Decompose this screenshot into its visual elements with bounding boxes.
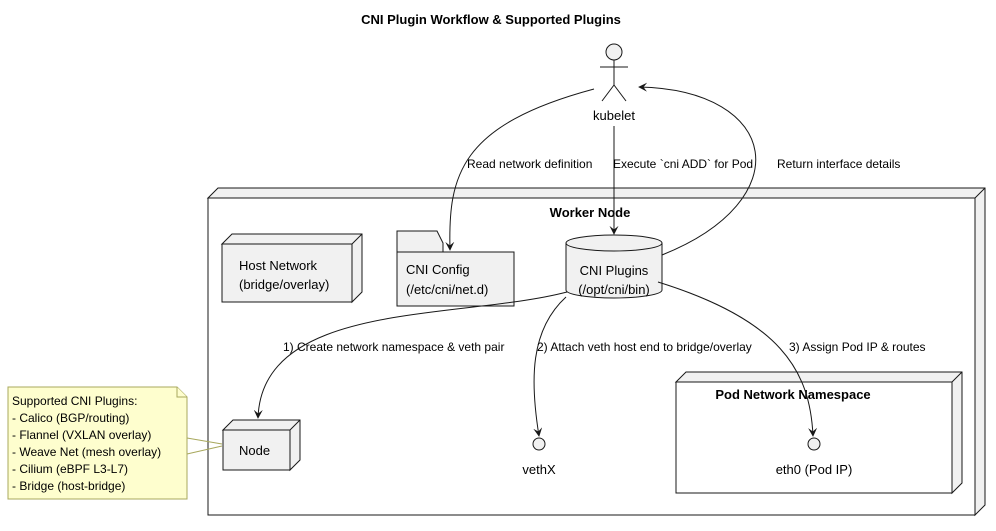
edge-label-execute: Execute `cni ADD` for Pod bbox=[613, 157, 753, 171]
cni-plugins-database bbox=[565, 234, 663, 299]
vethx-interface-icon bbox=[532, 437, 546, 451]
vethx-label: vethX bbox=[522, 462, 556, 477]
eth0-interface-icon bbox=[807, 437, 821, 451]
host-network-node bbox=[220, 233, 363, 304]
cni-plugins-line1: CNI Plugins bbox=[580, 263, 649, 278]
cni-config-line1: CNI Config bbox=[406, 262, 470, 277]
edge-label-read: Read network definition bbox=[467, 157, 592, 171]
note-line: - Cilium (eBPF L3-L7) bbox=[12, 462, 128, 476]
edge-assign-ip bbox=[657, 281, 818, 437]
edge-attach-veth bbox=[533, 296, 567, 437]
kubelet-label: kubelet bbox=[593, 108, 635, 123]
node-label: Node bbox=[239, 443, 270, 458]
note-line: - Calico (BGP/routing) bbox=[12, 411, 129, 425]
note-line: - Weave Net (mesh overlay) bbox=[12, 445, 161, 459]
worker-node-label: Worker Node bbox=[550, 205, 631, 220]
pod-network-namespace-label: Pod Network Namespace bbox=[715, 387, 870, 402]
diagram-title: CNI Plugin Workflow & Supported Plugins bbox=[361, 12, 621, 27]
host-network-line2: (bridge/overlay) bbox=[239, 277, 329, 292]
cni-config-line2: (/etc/cni/net.d) bbox=[406, 282, 488, 297]
edge-label-create: 1) Create network namespace & veth pair bbox=[283, 340, 504, 354]
note-line: - Flannel (VXLAN overlay) bbox=[12, 428, 151, 442]
kubelet-actor-icon bbox=[600, 43, 628, 102]
edge-read-config bbox=[445, 88, 595, 251]
cni-plugins-line2: (/opt/cni/bin) bbox=[578, 282, 650, 297]
edge-label-attach: 2) Attach veth host end to bridge/overla… bbox=[537, 340, 752, 354]
eth0-label: eth0 (Pod IP) bbox=[776, 462, 853, 477]
note-line: Supported CNI Plugins: bbox=[12, 394, 137, 408]
edge-return-details bbox=[638, 82, 757, 256]
host-network-line1: Host Network bbox=[239, 258, 318, 273]
edge-label-assign: 3) Assign Pod IP & routes bbox=[789, 340, 926, 354]
note-line: - Bridge (host-bridge) bbox=[12, 479, 125, 493]
edge-label-return: Return interface details bbox=[777, 157, 900, 171]
edge-create-namespace bbox=[253, 291, 568, 419]
node-box bbox=[221, 419, 301, 472]
supported-plugins-note bbox=[7, 386, 223, 500]
cni-config-folder bbox=[396, 230, 515, 307]
pod-network-namespace-box bbox=[674, 371, 963, 495]
